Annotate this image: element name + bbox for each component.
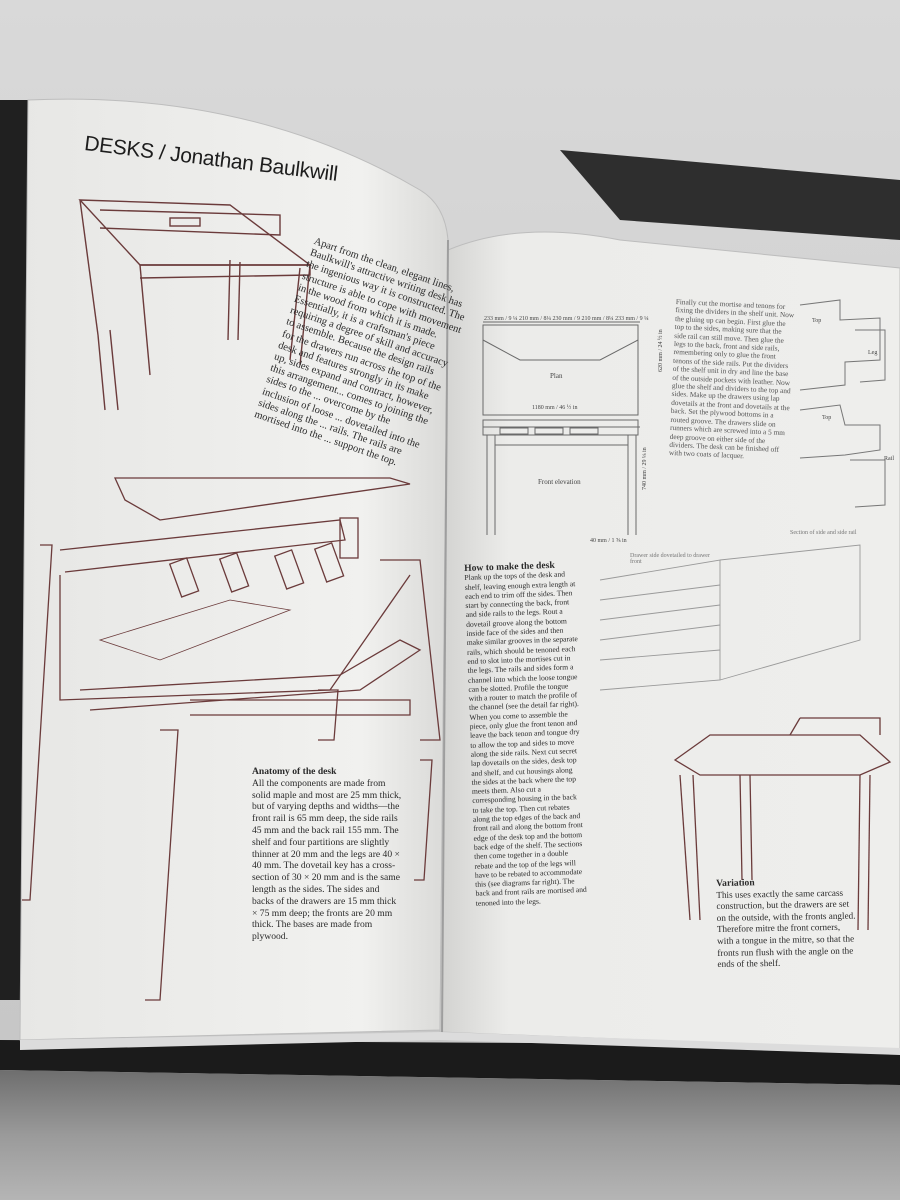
howto-body: Plank up the tops of the desk and shelf,… xyxy=(464,569,587,908)
dimension-width: 1180 mm / 46 ½ in xyxy=(532,405,578,411)
howto-section: How to make the desk Plank up the tops o… xyxy=(464,560,588,908)
detail-label-rail: Rail xyxy=(884,456,894,462)
section-label: Section of side and side rail xyxy=(790,530,857,536)
top-dimension: 210 mm / 8¼ xyxy=(581,316,614,322)
anatomy-section: Anatomy of the desk All the components a… xyxy=(252,766,402,943)
top-dimensions: 233 mm / 9 ¼ 210 mm / 8¼ 230 mm / 9 210 … xyxy=(484,316,649,322)
top-dimension: 233 mm / 9 ¼ xyxy=(615,316,649,322)
top-dimension: 233 mm / 9 ¼ xyxy=(484,316,518,322)
detail-label-top: Top xyxy=(812,318,822,324)
variation-body: This uses exactly the same carcass const… xyxy=(716,887,856,970)
dimension-plan-depth: 620 mm / 24 ½ in xyxy=(658,329,664,372)
front-elevation-label: Front elevation xyxy=(538,478,581,486)
detail-label-leg: Leg xyxy=(868,350,878,356)
top-dimension: 210 mm / 8¼ xyxy=(519,316,552,322)
dimension-depth: 40 mm / 1 ⅝ in xyxy=(590,538,627,544)
top-dimension: 230 mm / 9 xyxy=(552,316,581,322)
plan-label: Plan xyxy=(550,372,563,380)
finishing-paragraph: Finally cut the mortise and tenons for f… xyxy=(668,297,795,461)
anatomy-title: Anatomy of the desk xyxy=(252,766,337,777)
anatomy-body: All the components are made from solid m… xyxy=(252,777,402,943)
detail-label-top-2: Top xyxy=(822,415,832,421)
drawer-side-label: Drawer side dovetailed to drawer front xyxy=(630,553,710,565)
dimension-height: 740 mm / 29 ⅛ in xyxy=(642,447,648,490)
variation-section: Variation This uses exactly the same car… xyxy=(716,876,858,971)
